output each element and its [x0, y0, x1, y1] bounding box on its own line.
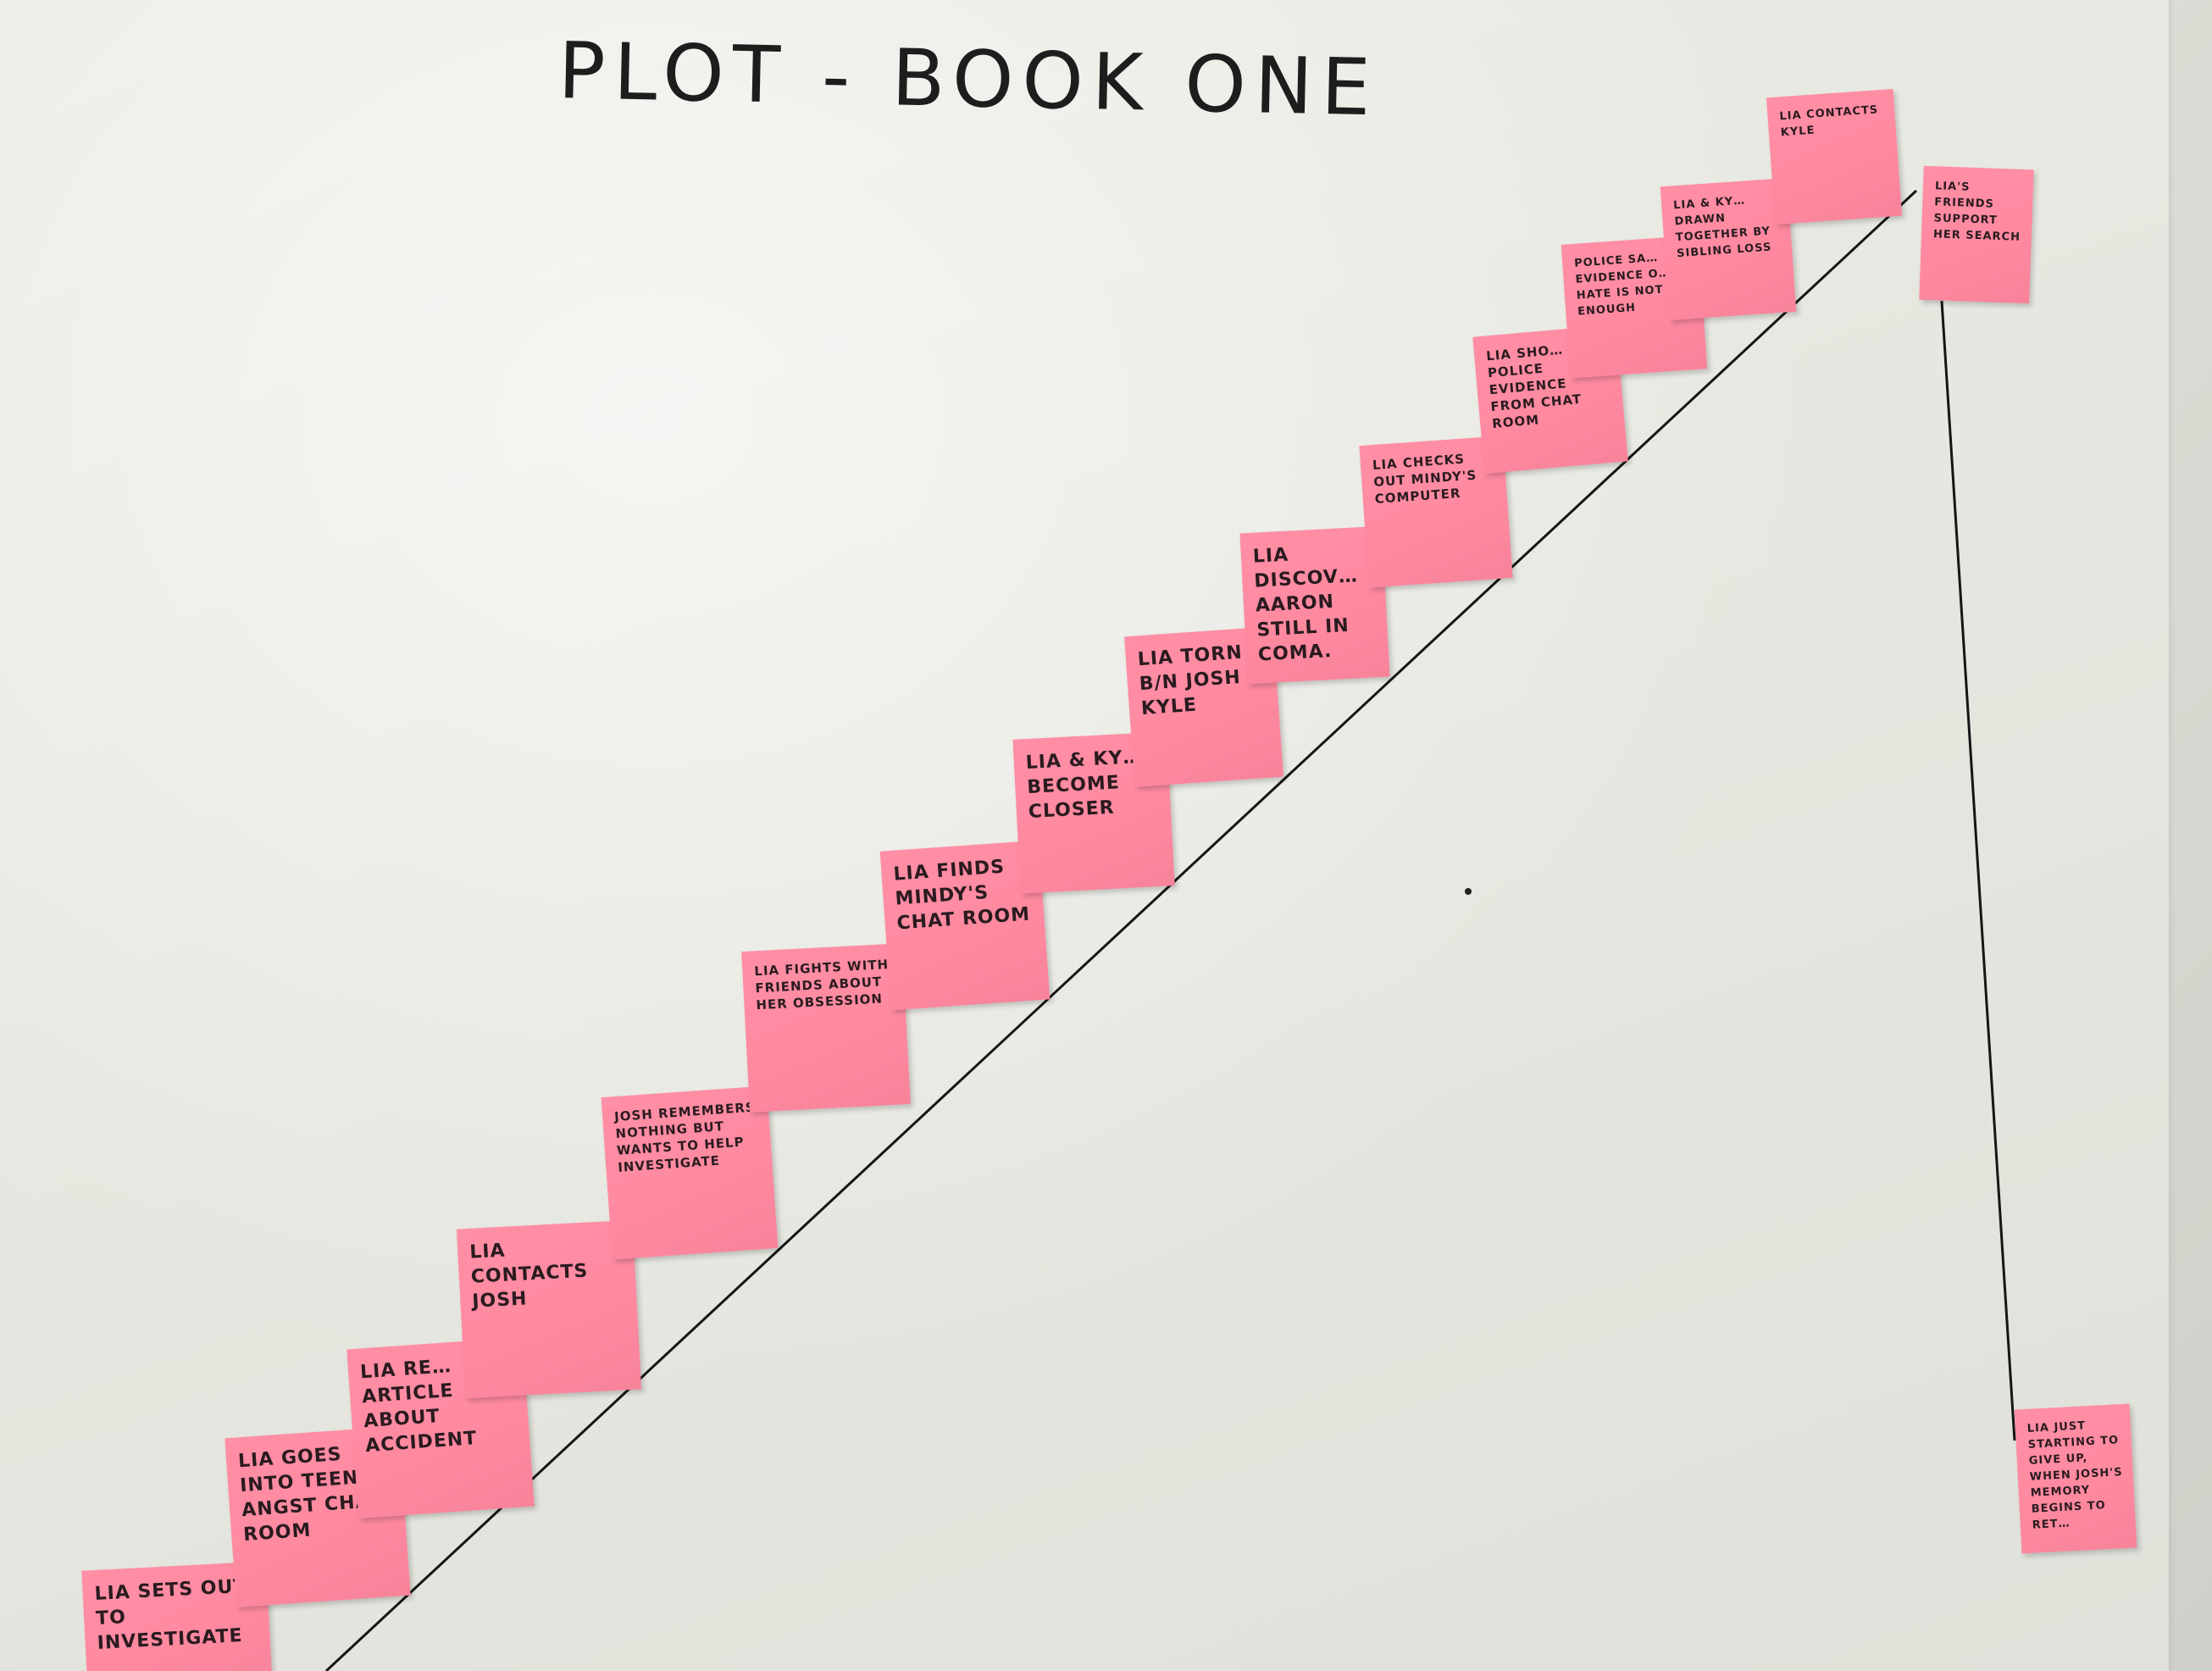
sticky-note-17: LIA JUST STARTING TO GIVE UP, WHEN JOSH'… — [2014, 1403, 2137, 1554]
sticky-note-15: LIA CONTACTS KYLE — [1766, 88, 1903, 225]
rising-action-line — [324, 189, 1918, 1671]
sticky-note-6: LIA FIGHTS WITH FRIENDS ABOUT HER OBSESS… — [741, 943, 911, 1113]
page-title: PLOT - BOOK ONE — [557, 25, 1380, 134]
falling-action-line — [1940, 300, 2016, 1441]
sticky-note-16: LIA'S FRIENDS SUPPORT HER SEARCH — [1919, 165, 2034, 304]
ink-dot — [1465, 888, 1472, 895]
